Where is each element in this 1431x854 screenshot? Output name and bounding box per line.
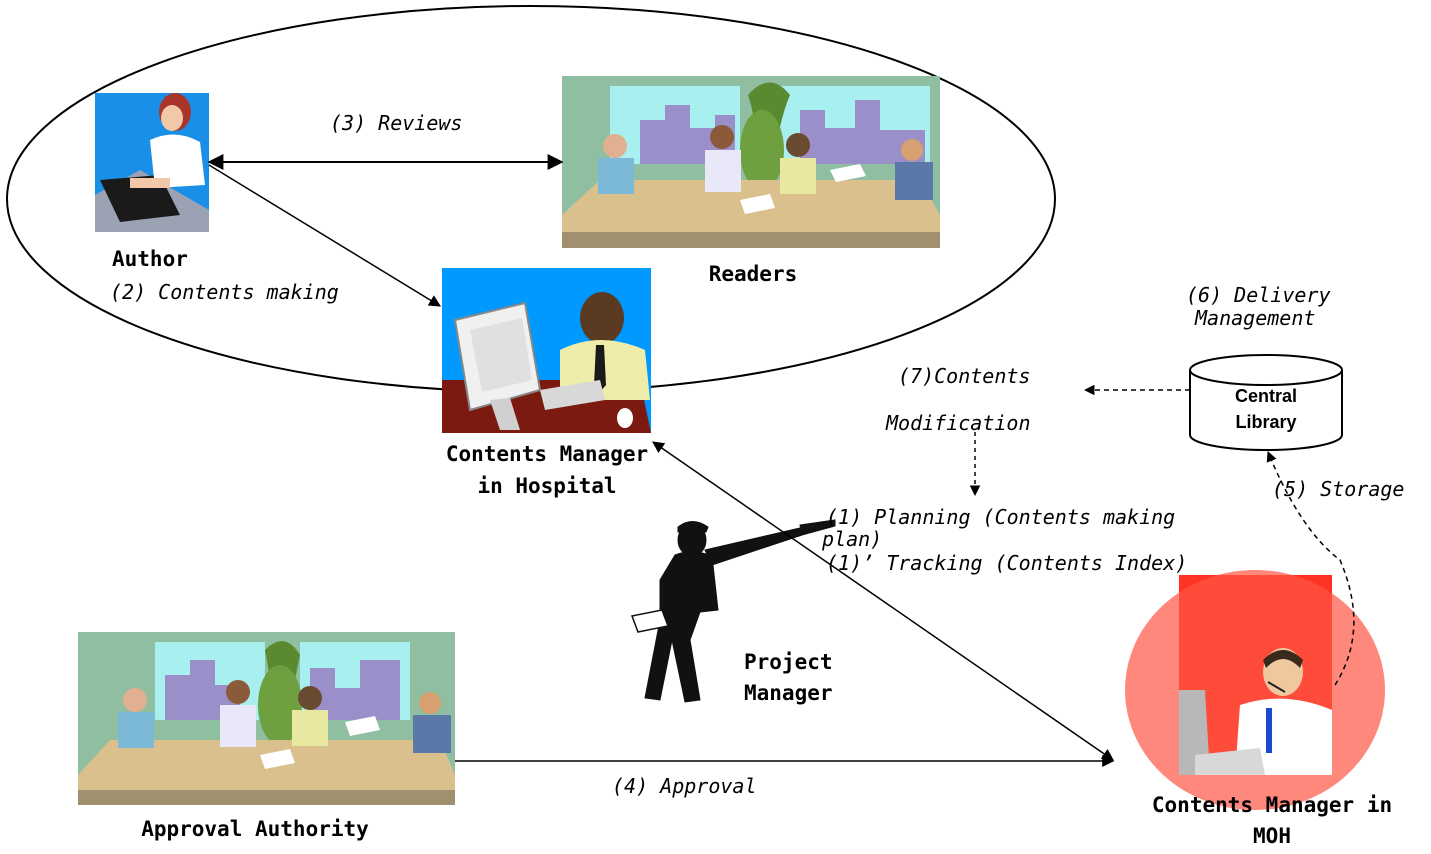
delivery-step-label-line1: (6) Delivery: [1186, 283, 1331, 307]
central-library-label-line2: Library: [1235, 412, 1297, 432]
planning-tracking-arrow: [652, 441, 1114, 761]
delivery-step-label-line2: Management: [1195, 306, 1316, 330]
project-manager-label-line1: Project: [744, 650, 833, 674]
storage-step-label: (5) Storage: [1272, 477, 1405, 501]
hospital-manager-image: [442, 268, 651, 433]
approval-authority-label: Approval Authority: [141, 817, 369, 841]
approval-step-label: (4) Approval: [612, 774, 757, 798]
moh-manager-label-line2: MOH: [1253, 824, 1291, 848]
contents-making-step-label: (2) Contents making: [110, 280, 339, 304]
moh-manager-image: [1125, 570, 1385, 810]
project-manager-label-line2: Manager: [744, 681, 833, 705]
modification-step-label-line2: Modification: [886, 411, 1031, 435]
contents-making-arrow: [208, 164, 442, 307]
hospital-manager-label-line2: in Hospital: [477, 474, 617, 498]
author-label: Author: [112, 247, 188, 271]
planning-step-label-line1: (1) Planning (Contents making: [826, 505, 1176, 529]
central-library-label-line1: Central: [1234, 386, 1297, 406]
approval-authority-image: [78, 632, 455, 805]
planning-step-label-line2: plan): [822, 527, 883, 551]
reviews-step-label: (3) Reviews: [330, 111, 463, 135]
storage-arrow: [1266, 451, 1355, 686]
tracking-step-label: (1)’ Tracking (Contents Index): [826, 551, 1188, 575]
hospital-manager-label-line1: Contents Manager: [445, 442, 649, 466]
author-image: [95, 93, 209, 232]
modification-step-label-line1: (7)Contents: [898, 364, 1031, 388]
central-library-cylinder: [1189, 354, 1343, 451]
readers-image: [562, 76, 940, 248]
moh-manager-label-line1: Contents Manager in: [1151, 793, 1393, 817]
readers-label: Readers: [708, 262, 798, 286]
